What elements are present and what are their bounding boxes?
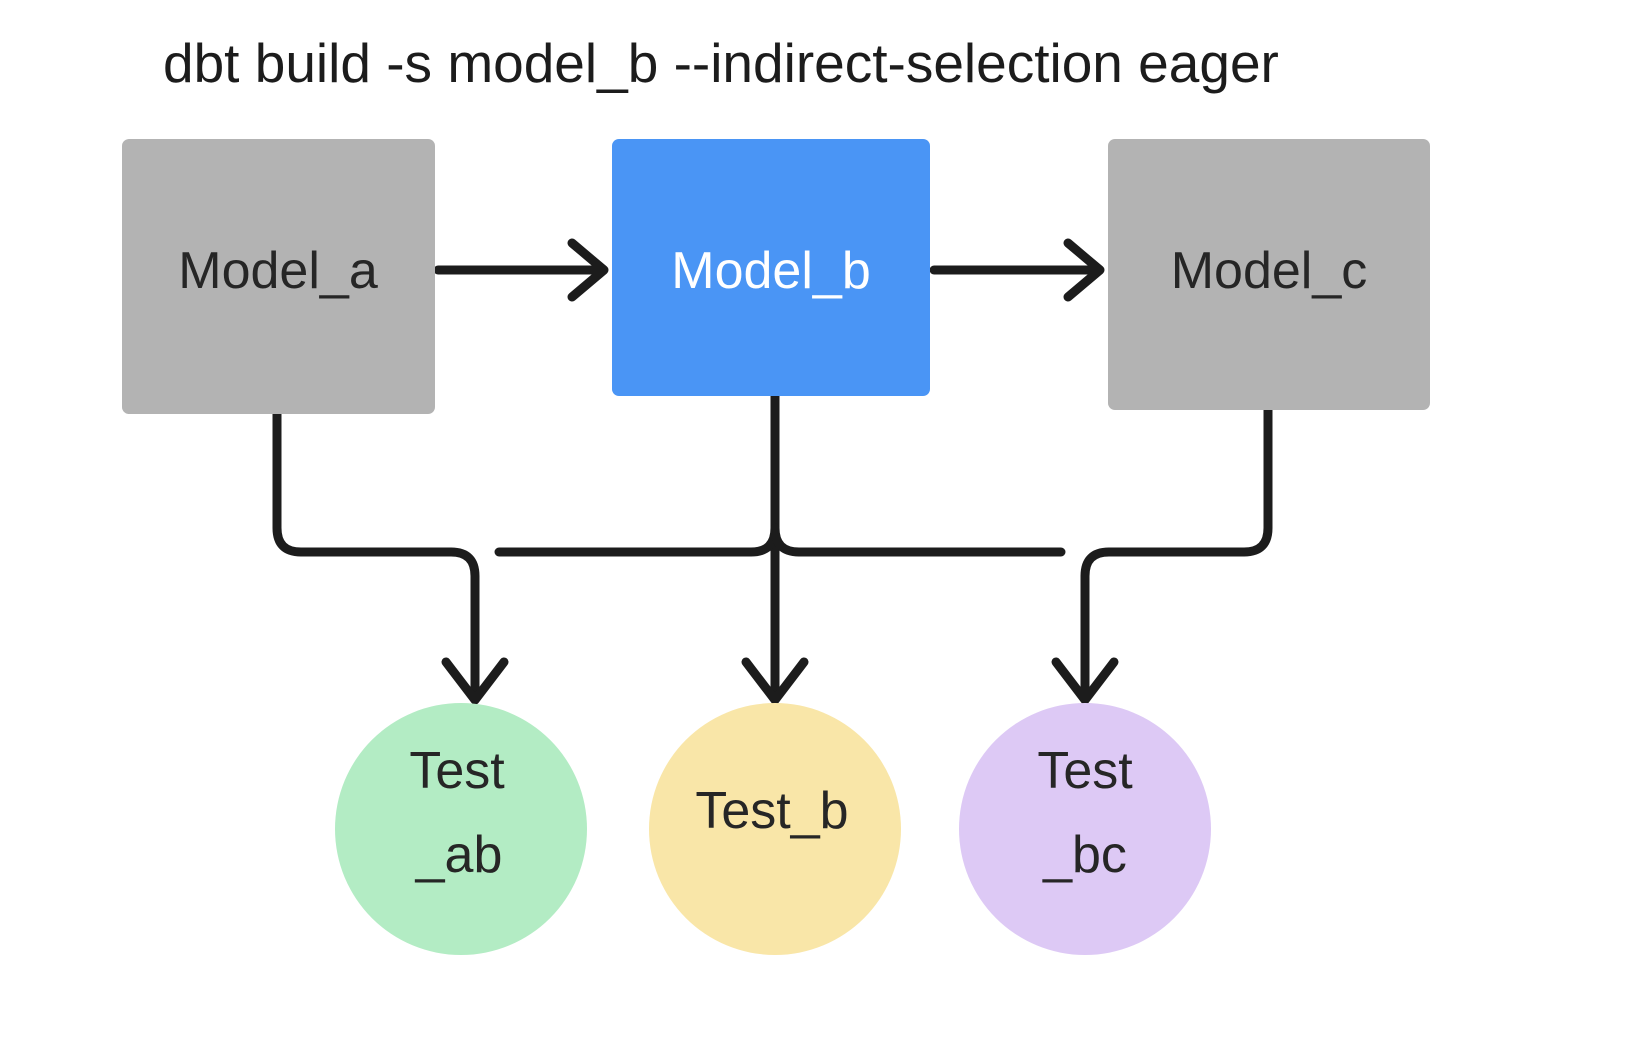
- edge-model-c-to-test-bc: [1051, 391, 1273, 705]
- page-title: dbt build -s model_b --indirect-selectio…: [163, 32, 1279, 94]
- node-model-b[interactable]: Model_b: [612, 139, 930, 396]
- edge-layer: [272, 238, 1273, 705]
- node-test-b-shape[interactable]: [649, 703, 901, 955]
- test-nodes: Test _ab Test_b Test _bc: [335, 703, 1211, 955]
- node-test-bc-shape[interactable]: [959, 703, 1211, 955]
- node-model-a-label: Model_a: [178, 242, 378, 300]
- node-test-bc-label-line1: Test: [1037, 742, 1133, 800]
- node-test-ab-shape[interactable]: [335, 703, 587, 955]
- node-test-bc-label-line2: _bc: [1042, 826, 1127, 884]
- edge-model-b-to-model-c: [929, 238, 1105, 302]
- node-model-b-label: Model_b: [671, 242, 870, 300]
- edge-model-a-to-model-b: [433, 238, 609, 302]
- node-model-c-shape[interactable]: [1108, 139, 1430, 410]
- node-test-b[interactable]: Test_b: [649, 703, 901, 955]
- node-test-b-label-line1: Test_b: [695, 782, 848, 840]
- node-model-a[interactable]: Model_a: [122, 139, 435, 414]
- node-model-c[interactable]: Model_c: [1108, 139, 1430, 410]
- node-test-ab[interactable]: Test _ab: [335, 703, 587, 955]
- edge-model-b-to-test-bc: [770, 523, 1066, 557]
- node-test-ab-label-line2: _ab: [415, 826, 503, 884]
- node-test-bc[interactable]: Test _bc: [959, 703, 1211, 955]
- node-test-ab-label-line1: Test: [409, 742, 505, 800]
- node-model-a-shape[interactable]: [122, 139, 435, 414]
- edge-model-b-to-test-ab: [494, 523, 780, 557]
- node-model-b-shape[interactable]: [612, 139, 930, 396]
- node-model-c-label: Model_c: [1171, 242, 1368, 300]
- edge-model-a-to-test-ab: [272, 391, 509, 705]
- model-nodes: Model_a Model_b Model_c: [122, 139, 1430, 414]
